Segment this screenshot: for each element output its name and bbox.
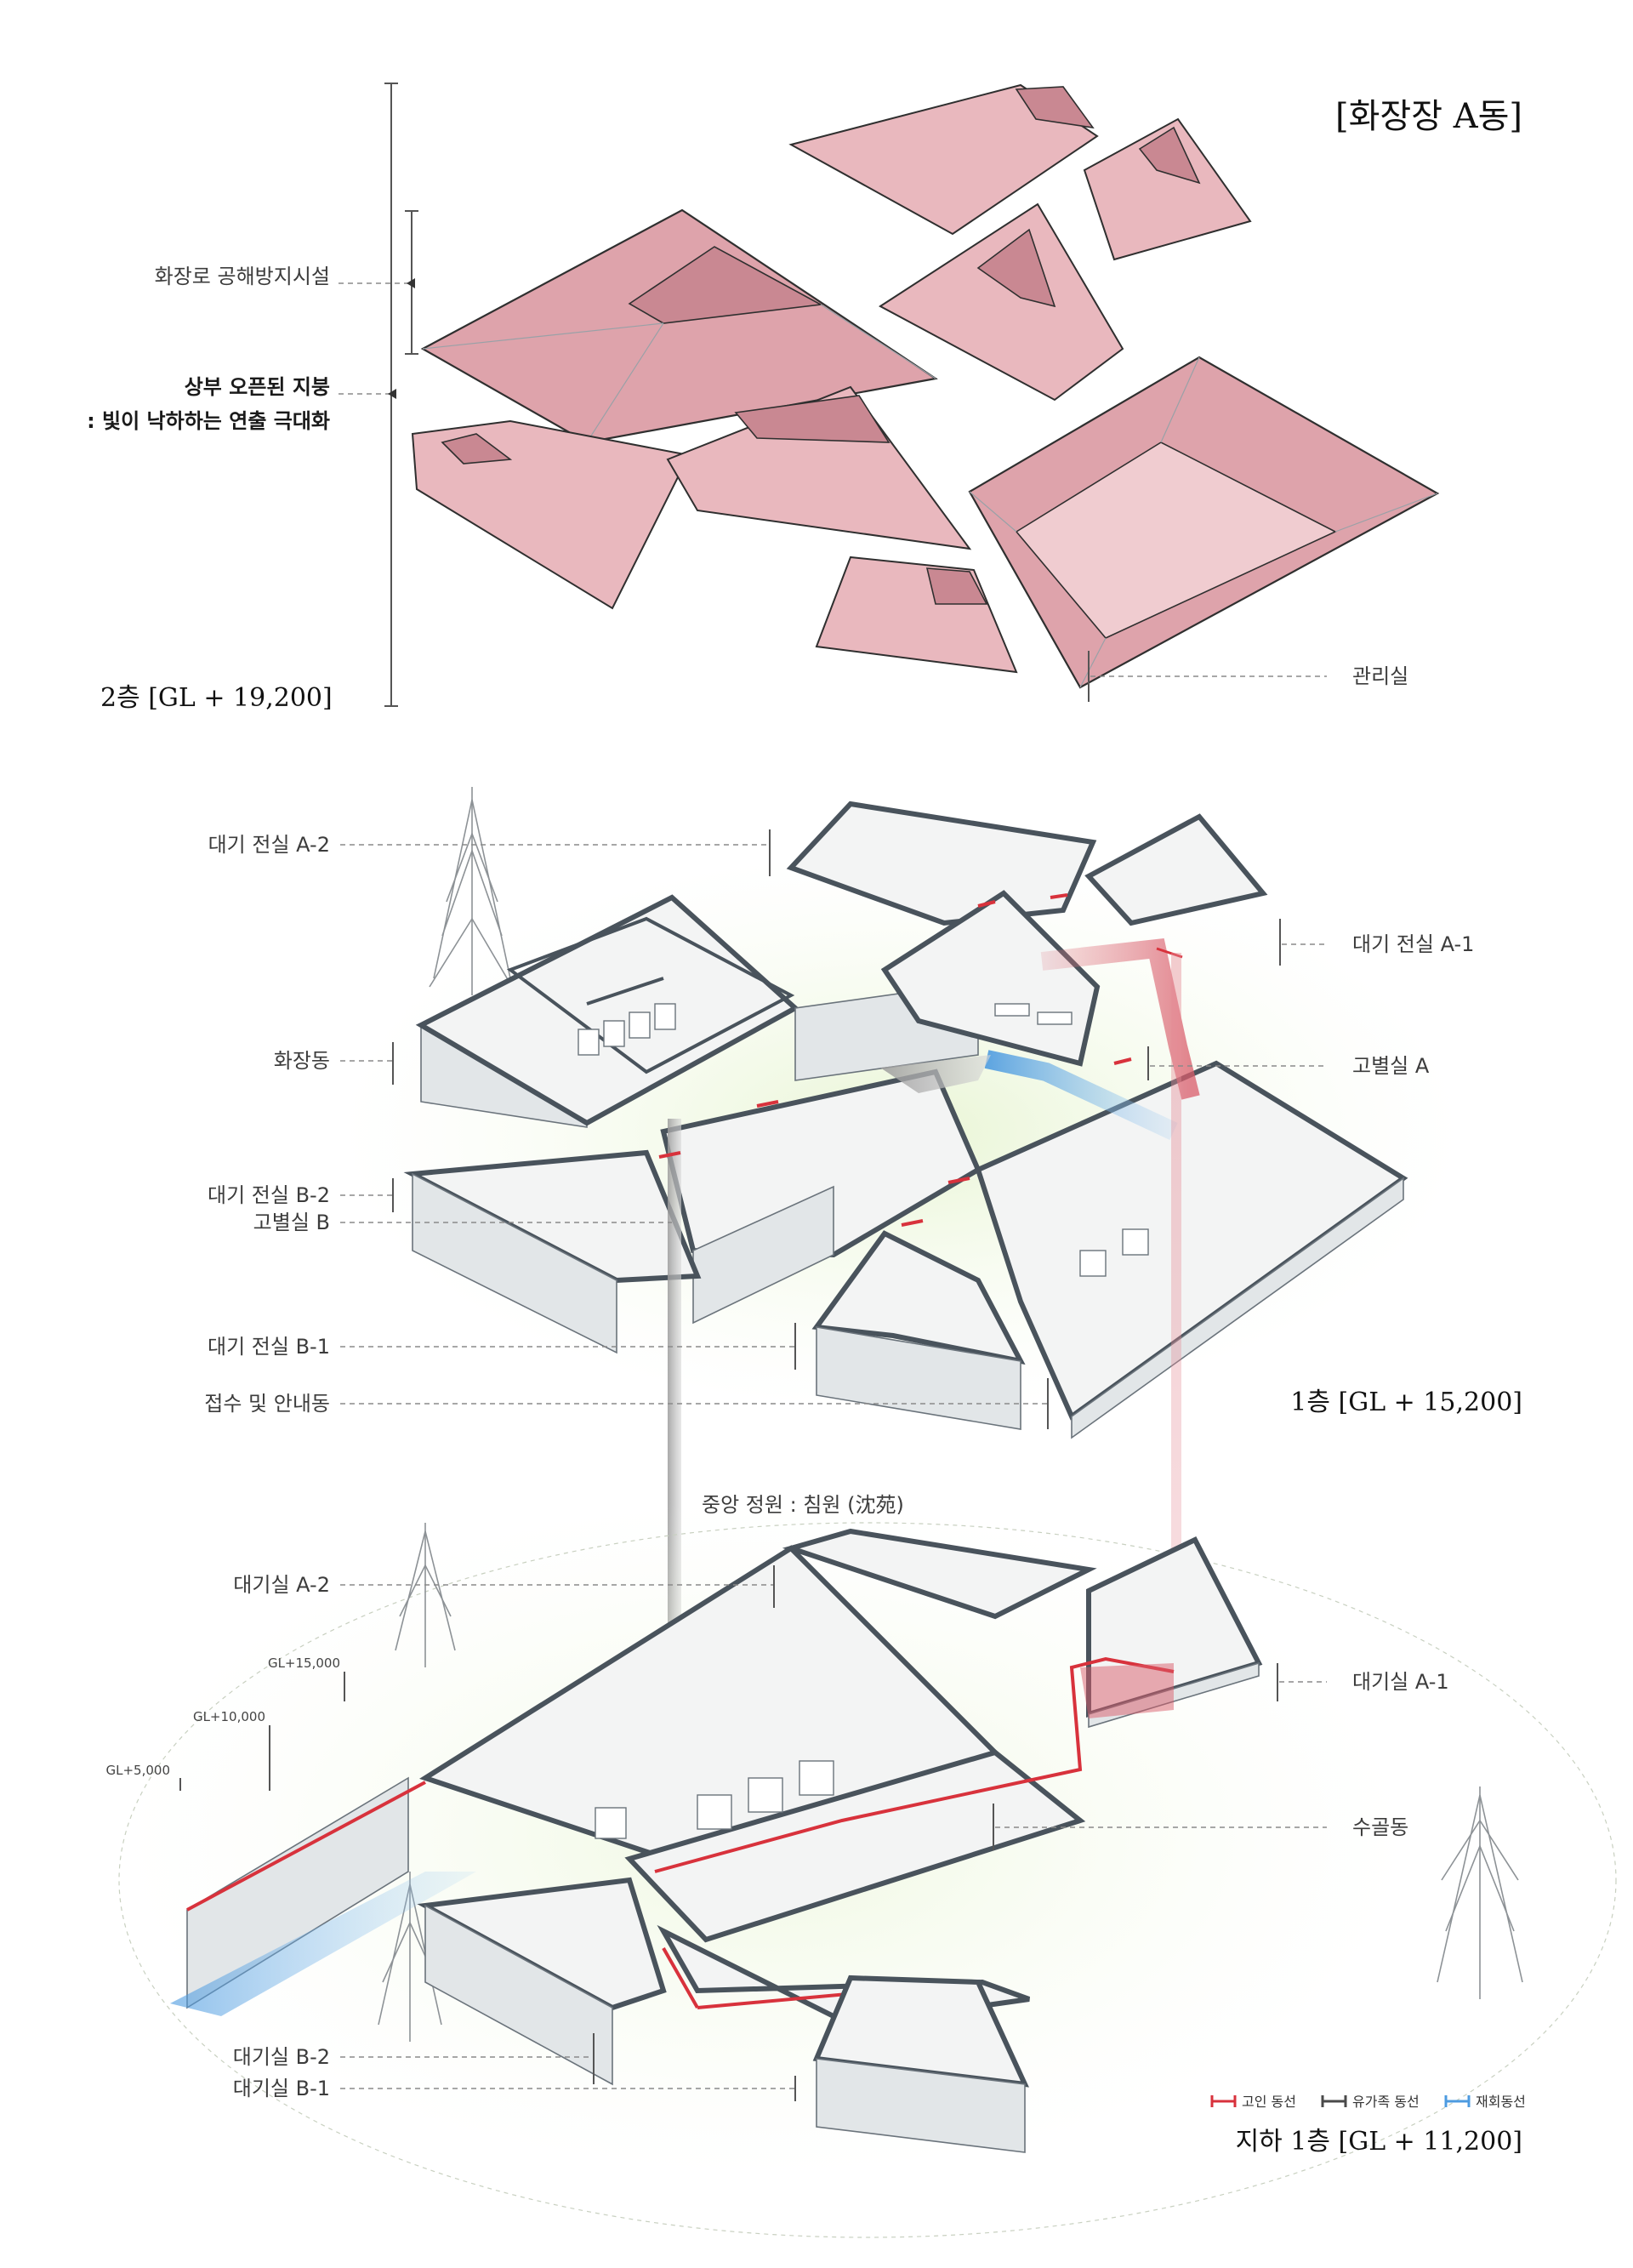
wait-room-b1-label: 대기실 B-1: [233, 2077, 330, 2100]
legend-item-deceased: 고인 동선: [1210, 2094, 1296, 2110]
roof-piece-bottom: [815, 556, 1018, 674]
waiting-room-a2-label: 대기 전실 A-2: [208, 833, 330, 857]
diagram-title: [화장장 A동]: [1335, 97, 1522, 136]
wait-room-b2-label: 대기실 B-2: [233, 2045, 330, 2069]
open-roof-label: 상부 오픈된 지붕: [185, 375, 330, 399]
legend-item-reunion: 재회동선: [1444, 2094, 1526, 2110]
roof-piece-mid: [879, 202, 1124, 402]
tree-icon: [429, 787, 515, 995]
svg-text:GL+10,000: GL+10,000: [193, 1709, 265, 1724]
basement-level: 중앙 정원 : 침원 (沈苑) GL+15,000 GL+1: [106, 1493, 1617, 2238]
farewell-room-b-label: 고별실 B: [253, 1211, 330, 1234]
floor-label-b1: 지하 1층 [GL + 11,200]: [1236, 2127, 1522, 2157]
furniture: [595, 1760, 834, 1839]
ossuary-building-label: 수골동: [1352, 1815, 1408, 1839]
roof-piece-large-right: [968, 356, 1440, 689]
svg-text:GL+5,000: GL+5,000: [106, 1763, 171, 1778]
legend-item-family: 유가족 동선: [1321, 2094, 1420, 2110]
central-garden-label: 중앙 정원 : 침원 (沈苑): [702, 1493, 904, 1517]
floor-label-2f: 2층 [GL + 19,200]: [100, 683, 333, 713]
floor-label-1f: 1층 [GL + 15,200]: [1290, 1388, 1522, 1417]
roof-piece-center: [666, 385, 972, 550]
roof-level: 화장로 공해방지시설 상부 오픈된 지붕 : 빛이 낙하하는 연출 극대화 2층…: [87, 83, 1440, 713]
contour-levels: GL+15,000 GL+10,000 GL+5,000: [106, 1655, 345, 1791]
roof-piece-left: [411, 419, 691, 610]
legend: 고인 동선 유가족 동선 재회동선: [1210, 2094, 1526, 2110]
svg-text:고인 동선: 고인 동선: [1242, 2094, 1296, 2110]
waiting-room-a1-label: 대기 전실 A-1: [1352, 932, 1474, 956]
svg-text:재회동선: 재회동선: [1476, 2094, 1526, 2110]
roof-piece-top: [788, 83, 1099, 236]
reception-building-label: 접수 및 안내동: [204, 1392, 330, 1416]
farewell-room-a-label: 고별실 A: [1352, 1054, 1430, 1078]
deceased-route-doors: [658, 893, 1132, 1227]
tree-icon: [1437, 1786, 1523, 1999]
open-roof-caption: : 빛이 낙하하는 연출 극대화: [87, 409, 330, 433]
pollution-facility-label: 화장로 공해방지시설: [155, 265, 330, 288]
first-floor-level: 대기 전실 A-2 대기 전실 A-1 화장동 고별실 A 대기 전실 B-2 …: [204, 787, 1522, 1782]
svg-text:유가족 동선: 유가족 동선: [1352, 2094, 1420, 2110]
management-label: 관리실: [1352, 664, 1408, 688]
roof-piece-large-left: [420, 208, 938, 444]
wait-room-a2-label: 대기실 A-2: [233, 1573, 330, 1597]
waiting-room-b1-label: 대기 전실 B-1: [208, 1335, 330, 1359]
roof-piece-top-right: [1083, 117, 1252, 261]
waiting-room-b2-label: 대기 전실 B-2: [208, 1183, 330, 1207]
svg-text:GL+15,000: GL+15,000: [268, 1655, 340, 1671]
cremation-building-label: 화장동: [274, 1049, 330, 1073]
tree-icon: [395, 1523, 456, 1667]
wait-room-a1-label: 대기실 A-1: [1352, 1670, 1449, 1694]
furniture: [578, 1003, 1149, 1277]
